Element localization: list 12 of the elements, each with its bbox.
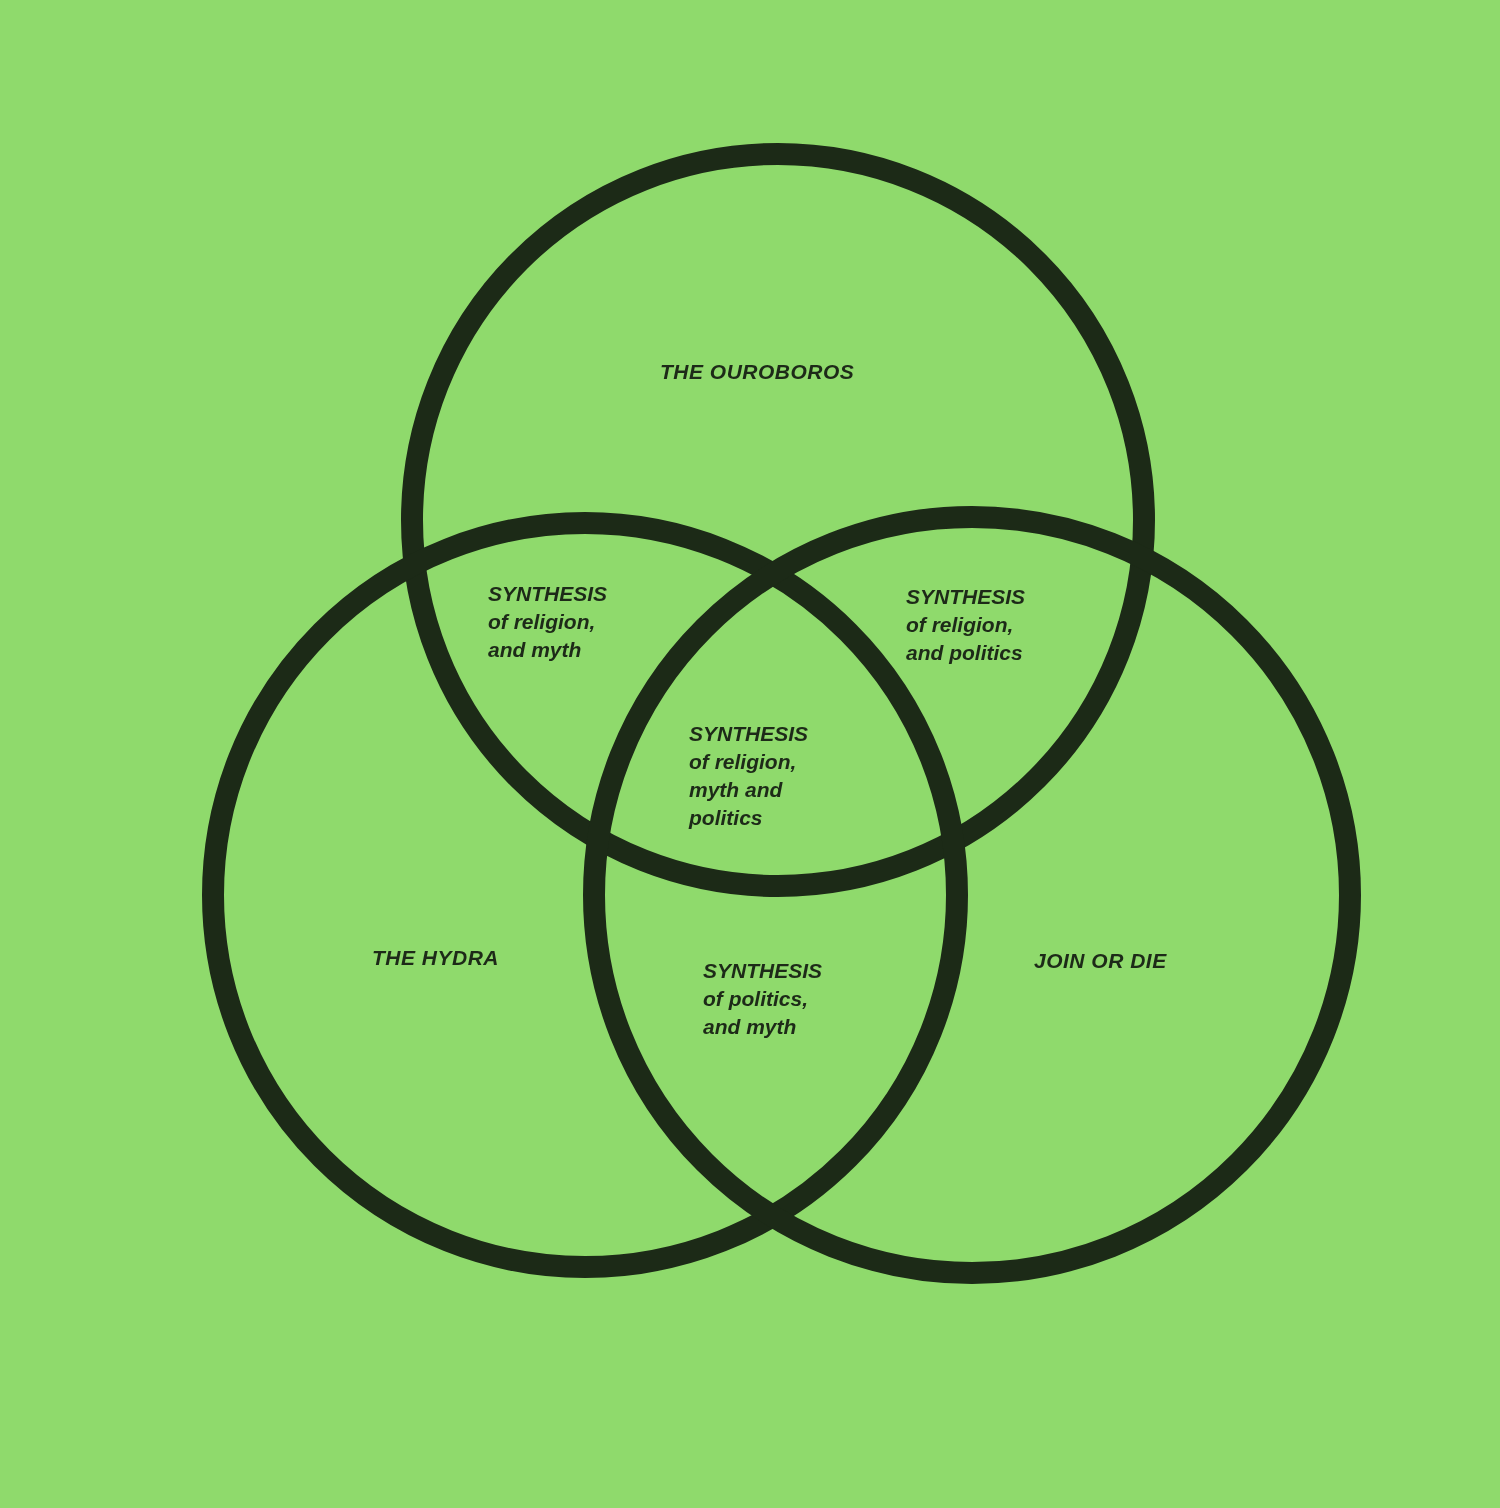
region-label: of politics, and myth <box>703 986 809 1040</box>
region-label: of religion, and myth <box>488 609 597 663</box>
region-heading: SYNTHESIS <box>488 581 609 607</box>
region-heading: SYNTHESIS <box>906 584 1027 610</box>
region-label: of religion, myth and politics <box>689 749 798 831</box>
circle-title: THE OUROBOROS <box>660 360 855 384</box>
venn-circle <box>401 143 1155 897</box>
region-heading: SYNTHESIS <box>689 721 810 747</box>
circle-title: JOIN OR DIE <box>1034 949 1167 973</box>
region-heading: SYNTHESIS <box>703 958 824 984</box>
circle-title: THE HYDRA <box>372 946 499 970</box>
region-label: of religion, and politics <box>906 612 1024 666</box>
